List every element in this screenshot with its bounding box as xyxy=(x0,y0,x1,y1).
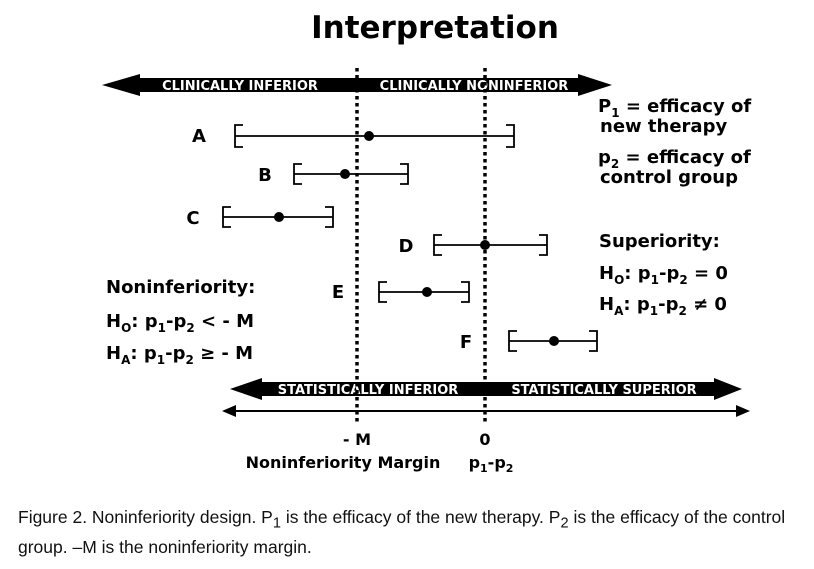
p2-definition-line1: p2 = efficacy of xyxy=(598,147,751,171)
noninferiority-h0: HO: p1-p2 < - M xyxy=(106,311,254,335)
superiority-h0: HO: p1-p2 = 0 xyxy=(599,263,728,287)
minus-m-tick-label: - M xyxy=(343,430,371,449)
p2-definition: p2 = efficacy of control group xyxy=(598,147,751,188)
p1-definition: P1 = efficacy of new therapy xyxy=(598,96,751,137)
interval-label-f: F xyxy=(460,332,472,353)
interval-label-a: A xyxy=(192,126,206,147)
interval-c: C xyxy=(186,206,334,229)
interval-line xyxy=(293,163,409,185)
difference-label: p1-p2 xyxy=(469,453,514,475)
superiority-heading: Superiority: xyxy=(599,231,720,252)
superiority-ha: HA: p1-p2 ≠ 0 xyxy=(599,294,727,318)
diagram-title: Interpretation xyxy=(311,10,559,46)
interval-label-c: C xyxy=(186,208,199,229)
point-estimate xyxy=(340,169,350,179)
interval-label-d: D xyxy=(399,236,414,257)
noninferiority-heading: Noninferiority: xyxy=(106,277,255,298)
axis-right-arrowhead xyxy=(736,405,750,417)
clinically-noninferior-label: CLINICALLY NONINFERIOR xyxy=(380,79,569,94)
interval-label-b: B xyxy=(258,165,272,186)
clinically-inferior-label: CLINICALLY INFERIOR xyxy=(162,79,318,94)
interval-b: B xyxy=(258,163,409,186)
noninferiority-margin-label: Noninferiority Margin xyxy=(246,453,441,472)
noninferiority-hypotheses: Noninferiority: HO: p1-p2 < - M HA: p1-p… xyxy=(106,277,255,367)
point-estimate xyxy=(274,212,284,222)
interval-line xyxy=(234,124,515,148)
interval-a: A xyxy=(192,124,515,148)
interval-f: F xyxy=(460,330,598,353)
statistically-inferior-label: STATISTICALLY INFERIOR xyxy=(278,383,459,398)
figure-caption: Figure 2. Noninferiority design. P1 is t… xyxy=(18,507,786,557)
p1-definition-line2: new therapy xyxy=(600,116,727,137)
axis-left-arrowhead xyxy=(222,405,236,417)
p2-definition-line2: control group xyxy=(600,167,738,188)
superiority-hypotheses: Superiority: HO: p1-p2 = 0 HA: p1-p2 ≠ 0 xyxy=(599,231,728,318)
difference-axis xyxy=(222,405,750,417)
point-estimate xyxy=(364,131,374,141)
interval-label-e: E xyxy=(332,282,344,303)
interval-d: D xyxy=(399,234,548,257)
noninferiority-diagram: Interpretation CLINICALLY INFERIOR CLINI… xyxy=(102,10,751,475)
point-estimate xyxy=(480,240,490,250)
point-estimate xyxy=(549,336,559,346)
statistically-superior-label: STATISTICALLY SUPERIOR xyxy=(511,383,696,398)
p1-definition-line1: P1 = efficacy of xyxy=(598,96,751,120)
noninferiority-ha: HA: p1-p2 ≥ - M xyxy=(106,343,253,367)
point-estimate xyxy=(422,287,432,297)
interval-e: E xyxy=(332,281,470,303)
zero-tick-label: 0 xyxy=(479,430,490,449)
interval-line xyxy=(433,234,548,256)
